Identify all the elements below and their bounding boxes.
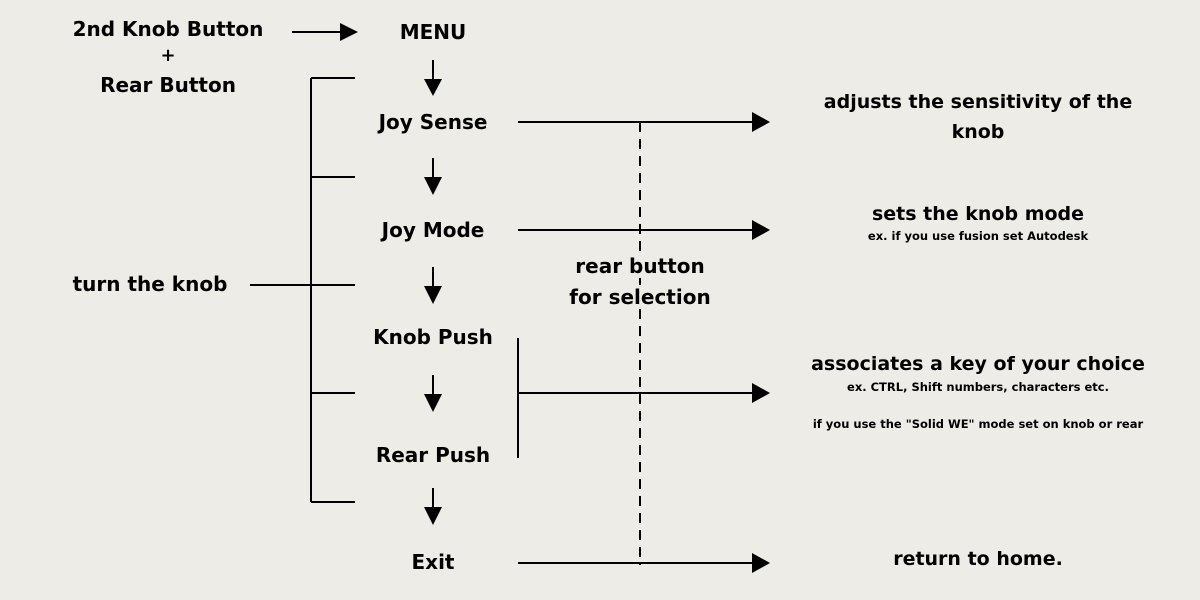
menu-item-joy-mode: Joy Mode (381, 218, 485, 242)
menu-item-joy-sense: Joy Sense (378, 110, 488, 134)
selection-label-line1: rear button (571, 254, 709, 278)
menu-title: MENU (399, 20, 467, 44)
combo-plus-sign: + (160, 45, 176, 66)
arrowhead-joymode-to-knobpush (424, 286, 442, 304)
arrowhead-rearpush-to-exit (424, 507, 442, 525)
push-note-example: ex. CTRL, Shift numbers, characters etc. (847, 380, 1109, 394)
joy-sense-description-line1: adjusts the sensitivity of the (823, 91, 1133, 113)
menu-item-knob-push: Knob Push (373, 325, 493, 349)
selection-label-line2: for selection (565, 285, 715, 309)
joy-mode-description: sets the knob mode (871, 203, 1085, 225)
joy-mode-note: ex. if you use fusion set Autodesk (867, 229, 1089, 243)
arrowhead-push-to-desc (752, 383, 770, 403)
menu-item-rear-push: Rear Push (375, 443, 491, 467)
arrowhead-combo-to-menu (340, 23, 358, 41)
joy-sense-description-line2: knob (951, 121, 1005, 143)
arrowhead-joysense-to-desc (752, 112, 770, 132)
push-description: associates a key of your choice (811, 353, 1145, 375)
arrowhead-knobpush-to-rearpush (424, 394, 442, 412)
arrowhead-joymode-to-desc (752, 220, 770, 240)
turn-knob-label: turn the knob (72, 272, 228, 296)
combo-label-rear-button: Rear Button (100, 73, 236, 97)
push-note-solidworks: if you use the "Solid WE" mode set on kn… (812, 417, 1144, 431)
combo-label-knob-button: 2nd Knob Button (72, 17, 264, 41)
arrowhead-joysense-to-joymode (424, 177, 442, 195)
exit-description: return to home. (893, 548, 1063, 570)
arrowhead-exit-to-desc (752, 553, 770, 573)
arrowhead-menu-to-joysense (424, 79, 442, 96)
menu-item-exit: Exit (411, 550, 455, 574)
